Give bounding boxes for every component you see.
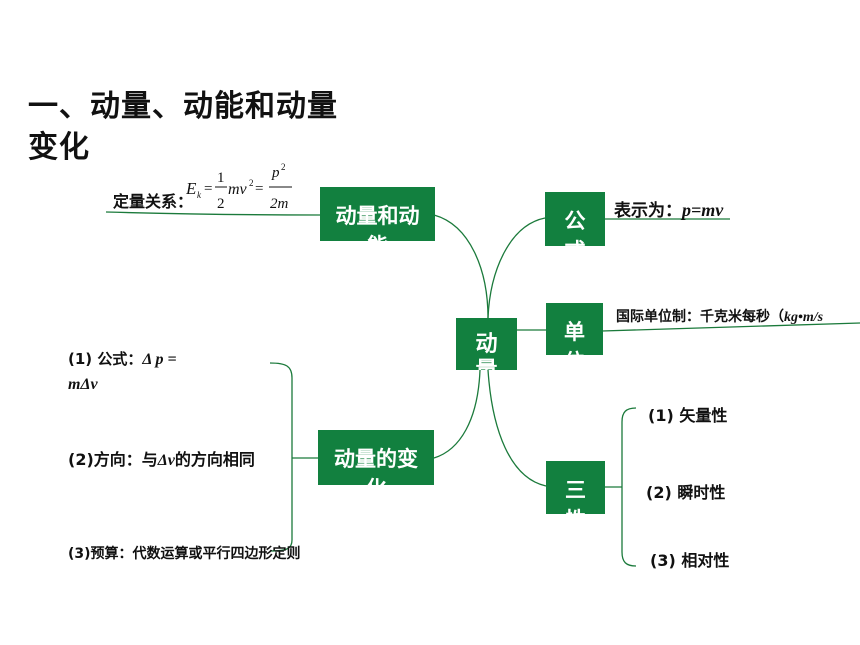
change-item-3: (3)预算：代数运算或平行四边形定则: [68, 546, 301, 562]
formula-eq2: =: [255, 181, 263, 197]
center-node: 动量: [456, 318, 517, 370]
formula-text: 表示为：p=mv: [614, 196, 723, 221]
formula-text-prefix: 表示为：: [614, 201, 682, 221]
link-center-kinetic: [433, 214, 489, 319]
change-item-1-formula-a: Δ p =: [142, 351, 177, 368]
formula-lhs-sub: k: [197, 190, 202, 200]
link-center-change: [433, 369, 481, 459]
center-node-label: 动量: [475, 332, 498, 370]
formula-node-label: 公式: [564, 209, 586, 246]
unit-text: 国际单位制：千克米每秒（kg•m/s: [616, 306, 823, 326]
formula-frac2-num: p: [271, 165, 280, 181]
change-item-1: (1) 公式：Δ p = mΔv: [68, 347, 177, 397]
formula-mid-sup: 2: [249, 178, 254, 188]
formula-frac1-num: 1: [217, 170, 225, 186]
change-item-2-suffix: 的方向相同: [174, 450, 255, 469]
underline-unit: [601, 322, 860, 332]
three-node-label: 三性: [565, 478, 586, 514]
change-item-1-prefix: (1) 公式：: [68, 350, 143, 368]
kinetic-prefix: 定量关系：: [113, 192, 194, 211]
link-center-three: [487, 369, 547, 487]
formula-mid: mv: [228, 181, 248, 198]
page-title: 一、动量、动能和动量变化: [28, 89, 338, 165]
unit-text-label: 国际单位制：千克米每秒（: [616, 309, 784, 325]
change-item-1-formula-b: mΔv: [68, 376, 98, 393]
three-item-3: (3) 相对性: [650, 551, 730, 570]
unit-symbol: kg•m/s: [784, 310, 824, 325]
formula-lhs: E: [186, 179, 197, 198]
formula-eq1: =: [204, 181, 212, 197]
formula-frac1-den: 2: [217, 196, 225, 212]
three-node: 三性: [546, 461, 605, 514]
brace-three: [621, 407, 637, 567]
change-node-label: 动量的变化: [334, 447, 418, 485]
three-item-2: (2) 瞬时性: [646, 483, 726, 502]
kinetic-node: 动量和动能: [320, 187, 435, 241]
three-item-1: (1) 矢量性: [648, 406, 728, 425]
link-center-formula: [487, 217, 546, 319]
formula-node: 公式: [545, 192, 605, 246]
change-item-2-symbol: Δv: [157, 452, 175, 469]
formula-frac2-num-sup: 2: [281, 162, 286, 172]
change-item-2-prefix: (2)方向：与: [68, 450, 158, 469]
change-node: 动量的变化: [318, 430, 434, 485]
formula-text-value: p=mv: [682, 200, 724, 220]
kinetic-formula: E k = 1 2 mv 2 = p 2 2m: [186, 162, 292, 212]
brace-change: [269, 362, 293, 552]
unit-node-label: 单位: [564, 320, 585, 355]
change-item-2: (2)方向：与Δv的方向相同: [68, 446, 255, 470]
underline-kinetic: [105, 211, 321, 216]
unit-node: 单位: [546, 303, 603, 355]
formula-frac2-den: 2m: [270, 196, 289, 212]
kinetic-node-label: 动量和动能: [335, 204, 420, 241]
